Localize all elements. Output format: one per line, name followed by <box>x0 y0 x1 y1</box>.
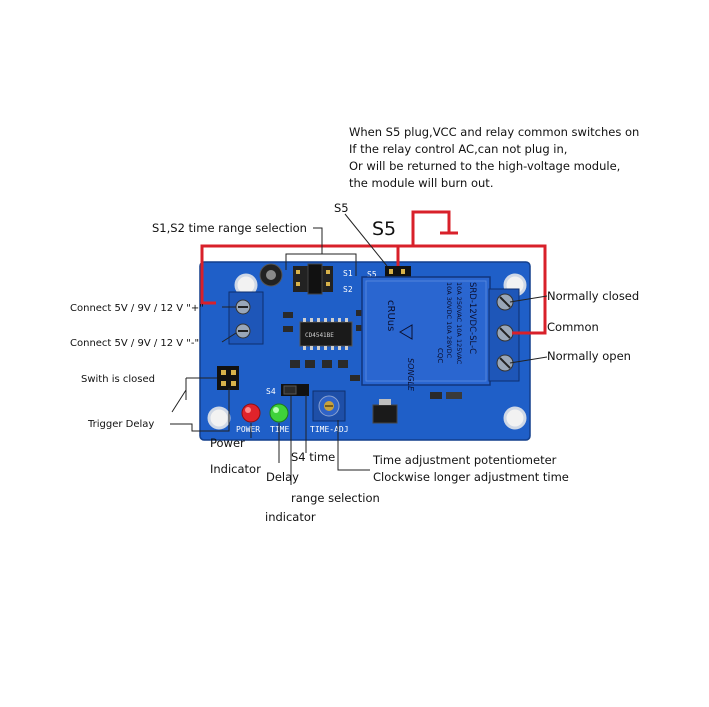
silk-time-adj: TIME-ADJ <box>310 425 349 434</box>
indicator-label-2: indicator <box>265 510 316 524</box>
smd-components <box>283 310 462 399</box>
indicator-label-1: Indicator <box>210 462 261 476</box>
s1-s2-jumper: S1 S2 <box>293 263 353 295</box>
silk-power: POWER <box>236 425 260 434</box>
relay: SRD-12VDC-SL-C 10A 250VAC 10A 125VAC 10A… <box>361 276 491 392</box>
relay-cqc: CQC <box>436 348 444 363</box>
output-terminal-block <box>488 288 520 382</box>
delay-label: Delay <box>266 470 299 484</box>
red-wire-common-to-s5 <box>396 244 547 335</box>
time-potentiometer <box>312 390 346 422</box>
silk-s1: S1 <box>343 269 353 278</box>
relay-brand: SONGLE <box>406 358 415 392</box>
power-led <box>241 403 261 423</box>
silk-s2: S2 <box>343 285 353 294</box>
s5-note-line-4: the module will burn out. <box>349 176 493 190</box>
s5-note-line-1: When S5 plug,VCC and relay common switch… <box>349 125 639 139</box>
s5-small-label: S5 <box>334 201 349 215</box>
chip-label: CD4541BE <box>305 332 334 339</box>
relay-spec2: 10A 30VDC 10A 28VDC <box>445 282 453 359</box>
s5-note-line-3: Or will be returned to the high-voltage … <box>349 159 620 173</box>
normally-closed-label: Normally closed <box>547 289 639 303</box>
transistor <box>372 399 398 424</box>
s1-s2-label: S1,S2 time range selection <box>152 221 307 235</box>
relay-spec1: 10A 250VAC 10A 125VAC <box>455 282 463 365</box>
range-selection-label: range selection <box>291 491 380 505</box>
mounting-hole <box>207 406 231 430</box>
relay-cert: cRUus <box>385 300 396 331</box>
delay-led <box>269 403 289 423</box>
leader-lines <box>170 213 548 485</box>
connect-plus-label: Connect 5V / 9V / 12 V "+" <box>70 303 204 314</box>
silk-time: TIME <box>270 425 289 434</box>
common-label: Common <box>547 320 599 334</box>
s4-time-label: S4 time <box>291 450 335 464</box>
normally-open-label: Normally open <box>547 349 631 363</box>
trigger-header <box>217 366 239 390</box>
switch-closed-label: Swith is closed <box>81 374 155 385</box>
trigger-delay-label: Trigger Delay <box>87 419 154 430</box>
silk-s5: S5 <box>367 270 377 279</box>
s5-note-line-2: If the relay control AC,can not plug in, <box>349 142 567 156</box>
relay-model: SRD-12VDC-SL-C <box>467 282 477 354</box>
s4-jumper: S4 <box>266 384 309 396</box>
s5-big-label: S5 <box>372 218 396 240</box>
power-label: Power <box>210 436 245 450</box>
connect-minus-label: Connect 5V / 9V / 12 V "-" <box>70 338 199 349</box>
power-terminal-block <box>228 291 264 345</box>
silk-s4: S4 <box>266 387 276 396</box>
capacitor <box>259 263 283 287</box>
s5-header: S5 <box>367 266 411 279</box>
s5-warning-note: When S5 plug,VCC and relay common switch… <box>349 125 639 190</box>
ic-chip: CD4541BE <box>299 318 353 350</box>
mounting-hole <box>503 406 527 430</box>
pot-label-1: Time adjustment potentiometer <box>372 453 557 467</box>
pot-label-2: Clockwise longer adjustment time <box>373 470 569 484</box>
